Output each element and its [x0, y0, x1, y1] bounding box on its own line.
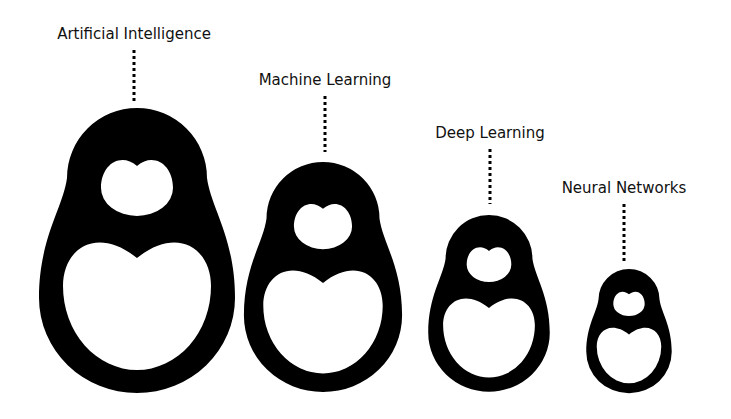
doll-figure — [428, 215, 550, 392]
doll-figure — [39, 108, 235, 393]
doll-figure — [244, 162, 402, 392]
leader-line — [324, 96, 327, 152]
doll-figure — [586, 269, 671, 393]
leader-line — [489, 149, 492, 204]
layer-label: Machine Learning — [259, 70, 392, 90]
leader-line — [623, 204, 626, 262]
layer-label: Neural Networks — [562, 178, 687, 198]
leader-line — [133, 50, 136, 103]
layer-label: Deep Learning — [435, 123, 544, 143]
layer-label: Artificial Intelligence — [57, 24, 211, 44]
